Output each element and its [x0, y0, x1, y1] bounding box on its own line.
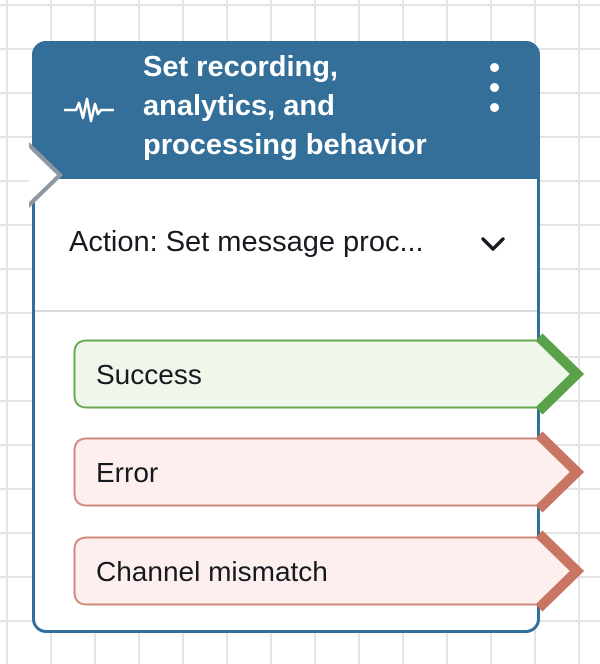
divider: [35, 310, 537, 312]
branch-success[interactable]: Success: [73, 333, 600, 415]
more-vertical-icon-dot: [490, 103, 499, 112]
waveform-icon: [64, 97, 114, 123]
more-options-button[interactable]: [480, 63, 510, 119]
block-title: Set recording, analytics, and processing…: [143, 51, 427, 161]
branch-error-shape: [73, 431, 585, 513]
branch-label-channel-mismatch: Channel mismatch: [96, 556, 328, 587]
output-connector-icon: [535, 530, 585, 612]
branch-label-error: Error: [96, 457, 159, 488]
output-connector-icon: [535, 333, 585, 415]
branch-label-success: Success: [96, 359, 202, 390]
output-connector-icon: [535, 431, 585, 513]
more-vertical-icon-dot: [490, 63, 499, 72]
block-header[interactable]: Set recording, analytics, and processing…: [32, 41, 540, 179]
action-label: Action: Set message proc...: [69, 226, 424, 258]
branch-error[interactable]: Error: [73, 431, 600, 513]
branch-channel-mismatch-shape: [73, 530, 585, 612]
action-dropdown[interactable]: Action: Set message proc...: [35, 179, 537, 311]
branch-channel-mismatch[interactable]: Channel mismatch: [73, 530, 600, 612]
more-vertical-icon-dot: [490, 83, 499, 92]
flow-block[interactable]: Set recording, analytics, and processing…: [29, 41, 585, 633]
chevron-down-icon[interactable]: [479, 233, 507, 255]
input-connector-icon[interactable]: [29, 142, 71, 208]
branch-success-shape: [73, 333, 585, 415]
